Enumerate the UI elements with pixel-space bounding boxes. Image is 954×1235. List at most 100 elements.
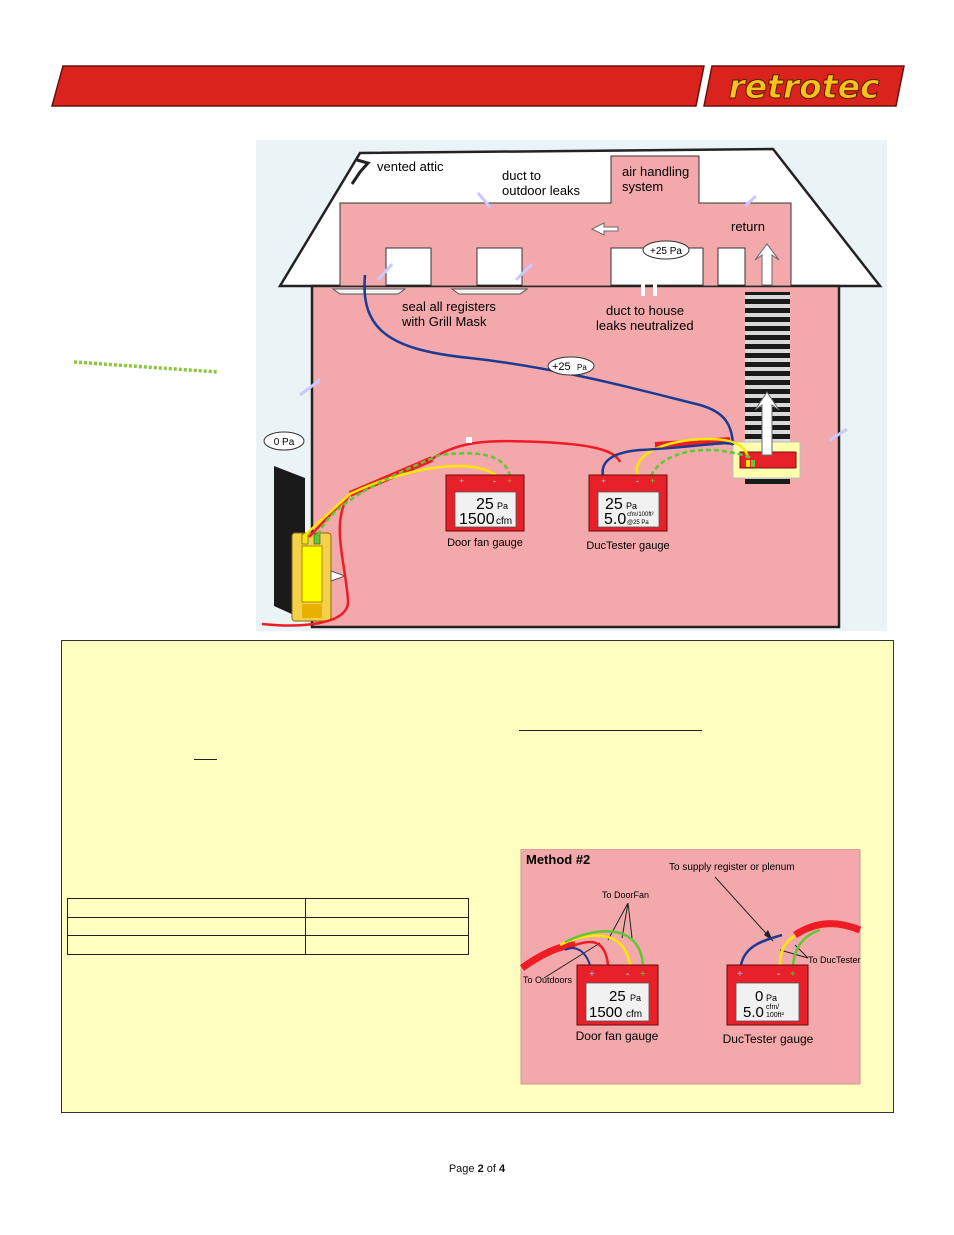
flex-duct-stripe — [745, 295, 790, 299]
table-cell — [305, 935, 469, 955]
seal-label-1: seal all registers — [402, 299, 496, 314]
m2-duct-flow-unit-2: 100ft² — [766, 1012, 785, 1019]
duct-gauge-flow: 5.0 — [604, 511, 626, 528]
method2-title: Method #2 — [526, 852, 590, 867]
return-air-arrow-2 — [754, 391, 780, 456]
duct-gauge-plus-a: + — [601, 476, 606, 486]
dotted-pointer-line — [73, 360, 219, 374]
door-gauge-pressure-unit: Pa — [497, 501, 508, 511]
method2-diagram: Method #2 To supply register or plenum T… — [520, 849, 861, 1085]
hose-green-duct — [649, 448, 753, 477]
m2-door-flow: 1500 — [589, 1004, 622, 1021]
footer-prefix: Page — [448, 1163, 478, 1175]
flex-duct-stripe — [745, 349, 790, 353]
footer-page-total: 4 — [499, 1163, 506, 1175]
duct-gauge-flow-sub: @25 Pa — [627, 520, 649, 526]
method2-background — [520, 849, 861, 1085]
duct-flow-arrow — [590, 222, 619, 236]
m2-duct-pressure: 0 — [755, 988, 763, 1005]
m2-hose-green-2 — [791, 928, 821, 966]
flex-duct-stripe — [745, 331, 790, 335]
return-air-arrow — [754, 243, 780, 286]
flex-duct-stripe — [745, 340, 790, 344]
return-label: return — [731, 219, 765, 234]
m2-door-caption: Door fan gauge — [576, 1029, 659, 1043]
duct-gauge-minus-b: - — [636, 476, 639, 486]
m2-hose-green — [564, 930, 645, 966]
method2-pointers — [543, 876, 809, 979]
door-gauge-pressure: 25 — [476, 496, 494, 513]
flex-duct-stripe — [745, 304, 790, 308]
supply-label: To supply register or plenum — [669, 862, 795, 873]
house-diagram: + - + 25 Pa 1500 cfm Door fan gauge + - … — [256, 140, 887, 631]
m2-gauge-plus-a: + — [589, 969, 595, 980]
m2-door-flow-unit: cfm — [626, 1009, 642, 1020]
door-fan-arrow — [330, 570, 347, 582]
duct-gauge-pressure: 25 — [605, 496, 623, 513]
duct-gauge-pressure-unit: Pa — [626, 501, 637, 511]
duct-gauge-plus-b: + — [650, 476, 655, 486]
door-gauge-flow-unit: cfm — [496, 516, 512, 527]
duct-pressure-label: +25 Pa — [650, 246, 682, 257]
arrow-register-2 — [514, 262, 534, 282]
duct-gauge-caption: DucTester gauge — [586, 540, 669, 552]
door-fan-base — [302, 604, 322, 618]
m2-duct-plus-a: + — [737, 969, 743, 980]
table-row — [67, 916, 469, 937]
ductester-label: To DucTester — [808, 955, 861, 965]
hose-tee — [466, 437, 472, 443]
underline-rule-1 — [519, 730, 702, 731]
duct-outdoor-label-1: duct to — [502, 168, 541, 183]
door-fan-gauge: + - + 25 Pa 1500 cfm — [445, 474, 525, 532]
attic-vent — [350, 158, 371, 185]
table-cell — [305, 898, 469, 918]
m2-door-pressure: 25 — [609, 988, 626, 1005]
flex-duct-stripe — [745, 322, 790, 326]
air-handler-label-2: system — [622, 179, 663, 194]
header-red-bar — [51, 65, 705, 107]
footer-page-number: 2 — [477, 1163, 484, 1175]
header-bar: retrotec — [51, 65, 905, 107]
m2-duct-caption: DucTester gauge — [723, 1032, 814, 1046]
grill-mask-2 — [450, 288, 529, 295]
data-table — [67, 898, 469, 955]
hose-blue-gauge — [601, 442, 735, 477]
door-gauge-caption: Door fan gauge — [447, 537, 523, 549]
table-cell — [67, 898, 306, 918]
m2-hose-blue — [739, 933, 783, 966]
gauge-plus-b: + — [507, 476, 512, 486]
page-footer: Page 2 of 4 — [0, 1163, 954, 1175]
m2-ductester-gauge: + - + 0 Pa 5.0 cfm/ 100ft² — [726, 964, 809, 1026]
door-gauge-flow: 1500 — [459, 511, 495, 528]
seal-label-2: with Grill Mask — [401, 314, 487, 329]
m2-duct-pressure-unit: Pa — [766, 993, 777, 1003]
house-pressure-unit: Pa — [577, 363, 587, 372]
airflow-arrows — [299, 192, 848, 442]
footer-middle: of — [483, 1163, 500, 1175]
house-pressure-label: +25 — [552, 361, 571, 373]
table-row — [67, 898, 469, 918]
gauge-minus-b: - — [493, 476, 496, 486]
flex-duct-stripe — [745, 385, 790, 389]
m2-gauge-plus-b: + — [640, 969, 646, 980]
hose-red-long — [308, 439, 622, 538]
hose-yellow-door — [304, 464, 498, 536]
table-cell — [67, 935, 306, 955]
duct-system — [339, 155, 792, 287]
attic-label: vented attic — [377, 159, 444, 174]
m2-duct-flow-unit-1: cfm/ — [766, 1004, 779, 1011]
arrow-register-1 — [376, 263, 394, 281]
duct-house-label-1: duct to house — [606, 303, 684, 318]
outdoor-pressure-oval — [263, 431, 305, 451]
ductester-gauge: + - + 25 Pa 5.0 cfm/100ft² @25 Pa — [588, 474, 668, 532]
m2-door-fan-gauge: + - + 25 Pa 1500 cfm — [576, 964, 659, 1026]
table-cell — [305, 916, 469, 937]
door-fan-body — [301, 545, 323, 603]
table-row — [67, 935, 469, 955]
arrow-wall-right — [829, 427, 848, 442]
ductester-port-green — [751, 460, 755, 467]
arrow-outdoor-leak — [476, 192, 492, 208]
hose-yellow-duct — [635, 437, 750, 477]
m2-door-pressure-unit: Pa — [630, 993, 641, 1003]
ductester-port-yellow — [746, 460, 750, 467]
